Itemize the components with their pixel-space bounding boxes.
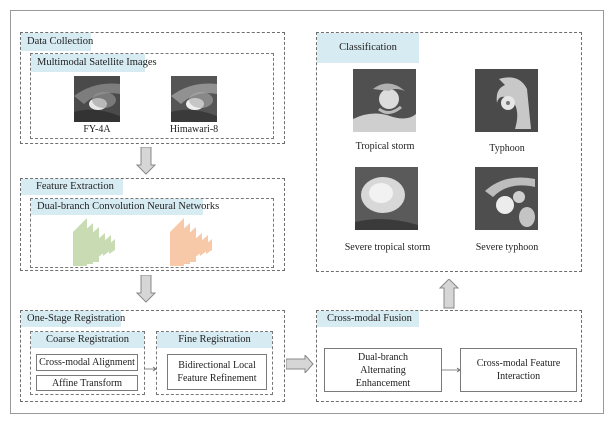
affine-transform-box: Affine Transform: [36, 375, 138, 391]
data-collection-title: Data Collection: [21, 33, 93, 51]
fusion-title: Cross-modal Fusion: [317, 311, 419, 327]
diagram-frame: [10, 10, 604, 414]
feature-extraction-title: Feature Extraction: [21, 179, 123, 195]
feature-extraction-panel: [20, 178, 285, 271]
registration-title: One-Stage Registration: [21, 311, 125, 327]
cnn-branch-green-icon: [73, 214, 129, 268]
data-collection-panel: [20, 32, 285, 144]
right-arrow-icon: [286, 355, 314, 373]
registration-panel: [20, 310, 285, 402]
severe-typhoon-label: Severe typhoon: [475, 242, 539, 253]
coarse-registration-title: Coarse Registration: [31, 332, 144, 348]
classification-title: Classification: [317, 33, 419, 63]
tropical-storm-label: Tropical storm: [355, 141, 415, 152]
bidirectional-refinement-box: Bidirectional Local Feature Refinement: [167, 354, 267, 390]
severe-typhoon-image: [475, 167, 538, 230]
fine-registration-panel: [156, 331, 273, 395]
severe-tropical-storm-image: [355, 167, 418, 230]
typhoon-label: Typhoon: [489, 143, 525, 154]
cnn-title: Dual-branch Convolution Neural Networks: [31, 199, 219, 215]
fusion-step-arrow-icon: [442, 367, 461, 373]
classification-panel: [316, 32, 582, 272]
fy4a-caption: FY-4A: [83, 124, 111, 135]
cross-modal-interaction-box: Cross-modal Feature Interaction: [460, 348, 577, 392]
tropical-storm-image: [353, 69, 416, 132]
severe-tropical-storm-label: Severe tropical storm: [344, 242, 431, 253]
cnn-panel: [30, 198, 274, 268]
dual-branch-enhancement-box: Dual-branch Alternating Enhancement: [324, 348, 442, 392]
down-arrow-icon: [136, 147, 156, 175]
cross-modal-alignment-box: Cross-modal Alignment: [36, 354, 138, 371]
satellite-image-fy4a: [74, 76, 120, 122]
fine-registration-title: Fine Registration: [157, 332, 272, 348]
coarse-registration-panel: [30, 331, 145, 395]
down-arrow-icon: [136, 275, 156, 303]
satellite-images-panel: [30, 53, 274, 139]
satellite-image-himawari8: [171, 76, 217, 122]
himawari8-caption: Himawari-8: [169, 124, 219, 135]
satellite-images-title: Multimodal Satellite Images: [31, 54, 157, 72]
fusion-panel: [316, 310, 582, 402]
cnn-branch-orange-icon: [170, 214, 226, 268]
typhoon-image: [475, 69, 538, 132]
up-arrow-icon: [439, 279, 459, 309]
